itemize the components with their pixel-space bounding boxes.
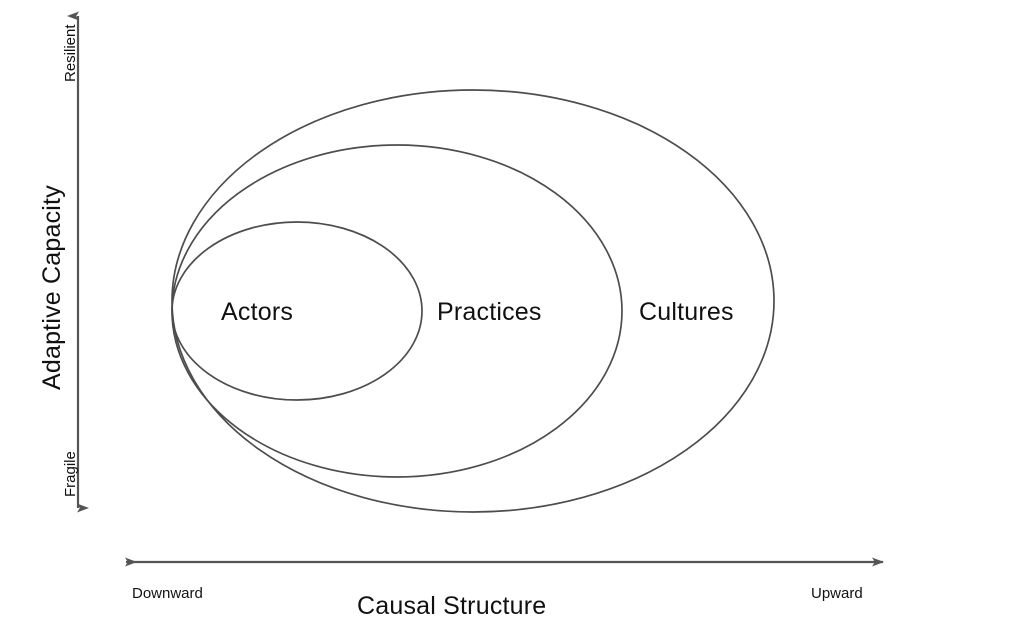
ellipse-actors <box>171 221 423 401</box>
set-label-practices: Practices <box>437 298 542 326</box>
x-axis-high-label: Upward <box>811 585 863 602</box>
y-axis-title: Adaptive Capacity <box>38 185 66 390</box>
x-axis-low-label: Downward <box>132 585 203 602</box>
set-label-actors: Actors <box>221 298 294 326</box>
y-axis-low-label: Fragile <box>62 451 79 497</box>
y-axis-high-label: Resilient <box>62 24 79 82</box>
set-label-cultures: Cultures <box>639 298 734 326</box>
x-axis-title: Causal Structure <box>357 592 547 620</box>
